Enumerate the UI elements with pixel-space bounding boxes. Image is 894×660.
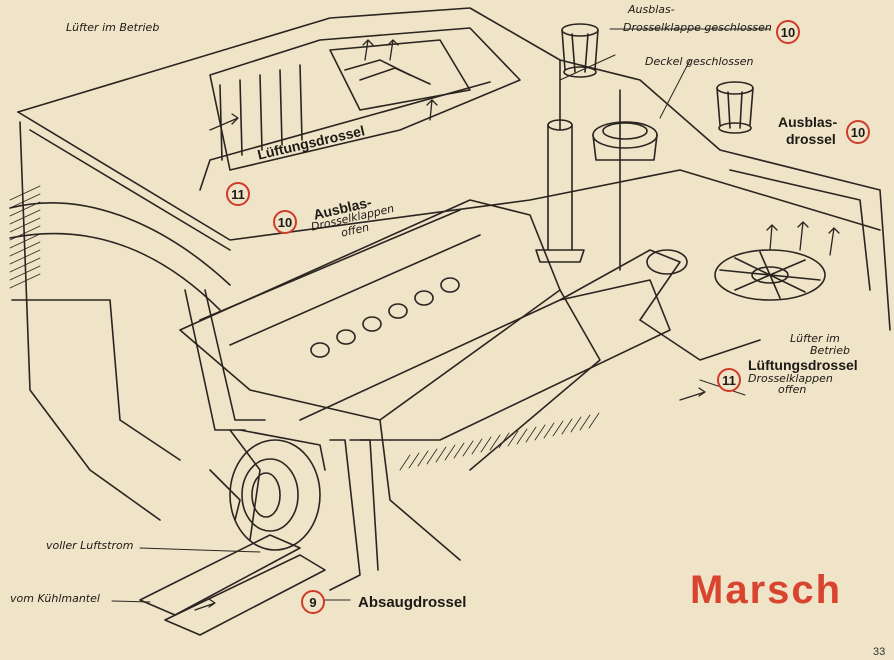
intake-ducts <box>139 439 379 636</box>
exhaust-cap-right <box>716 81 754 134</box>
hatch-line <box>462 440 474 457</box>
hatch-line <box>480 436 492 453</box>
label-exhaust-throttle-right-2: drossel <box>786 131 836 147</box>
badge-right-vent: 11 <box>717 368 741 392</box>
page-title: Marsch <box>690 568 843 612</box>
hatch-line <box>9 209 41 225</box>
hatch-line <box>498 432 510 449</box>
hatch-line <box>9 273 41 289</box>
hatch-line <box>588 412 600 429</box>
manifold-pipes <box>310 277 460 358</box>
rear-fan <box>714 249 826 301</box>
hatch-line <box>9 225 41 241</box>
hatch-line <box>489 434 501 451</box>
rear-radiator-compartment <box>209 27 521 171</box>
right-manifold <box>559 249 761 361</box>
label-vent-throttle-right-2: Drosselklappen <box>748 372 833 385</box>
hatch-line <box>9 193 41 209</box>
hatch-line <box>534 424 546 441</box>
hatch-line <box>507 430 519 447</box>
hatch-line <box>579 414 591 431</box>
badge-left-exhaust: 10 <box>273 210 297 234</box>
label-full-airflow: voller Luftstrom <box>46 539 134 552</box>
badge-left-vent: 11 <box>226 182 250 206</box>
hatch-line <box>543 422 555 439</box>
label-exhaust-throttle-right-1: Ausblas- <box>778 114 838 130</box>
manifold-port <box>440 277 460 293</box>
hatch-line <box>408 452 420 469</box>
leader-lines <box>111 28 771 603</box>
badge-top-right: 10 <box>776 20 800 44</box>
hatch-line <box>516 428 528 445</box>
airflow-arrows <box>194 39 840 611</box>
label-fan-running-right-1: Lüfter im <box>790 332 840 345</box>
hatch-line <box>444 444 456 461</box>
page-number: 33 <box>873 646 886 658</box>
hatch-line <box>399 454 411 471</box>
label-cover-closed: Deckel geschlossen <box>645 55 754 68</box>
label-exhaust-top-1: Ausblas- <box>628 3 675 16</box>
manifold-port <box>336 329 356 345</box>
badge-suction: 9 <box>301 590 325 614</box>
hatch-line <box>471 438 483 455</box>
label-vent-throttle-right-3: offen <box>778 383 807 396</box>
hatch-line <box>9 217 41 233</box>
hatch-line <box>525 426 537 443</box>
badge-right: 10 <box>846 120 870 144</box>
hull-outline <box>9 7 891 521</box>
hatch-line <box>435 446 447 463</box>
hatch-line <box>552 420 564 437</box>
hatching <box>9 185 600 471</box>
hatch-line <box>9 185 41 201</box>
manifold-port <box>388 303 408 319</box>
label-suction-throttle: Absaugdrossel <box>358 594 467 611</box>
exhaust-cap-top <box>561 23 599 78</box>
label-fan-running-top: Lüfter im Betrieb <box>66 21 160 34</box>
hatch-line <box>417 450 429 467</box>
label-from-cooling-jacket: vom Kühlmantel <box>10 592 100 605</box>
blower-housing <box>209 429 326 551</box>
hatch-line <box>426 448 438 465</box>
engine-block <box>179 199 671 561</box>
hatch-line <box>9 201 41 217</box>
manifold-port <box>310 342 330 358</box>
hatch-line <box>9 233 41 249</box>
hatch-line <box>9 257 41 273</box>
hatch-line <box>9 265 41 281</box>
hatch-line <box>561 418 573 435</box>
hatch-line <box>9 241 41 257</box>
closed-cover <box>592 121 658 161</box>
left-exhaust-duct <box>184 289 266 541</box>
hatch-line <box>9 249 41 265</box>
label-fan-running-right-2: Betrieb <box>810 344 850 357</box>
vertical-intake-pipe <box>535 119 585 263</box>
manifold-port <box>362 316 382 332</box>
label-vent-throttle-right-1: Lüftungsdrossel <box>748 357 858 373</box>
hatch-line <box>453 442 465 459</box>
label-exhaust-top-2: Drosselklappe geschlossen <box>623 21 772 34</box>
manifold-port <box>414 290 434 306</box>
hatch-line <box>570 416 582 433</box>
